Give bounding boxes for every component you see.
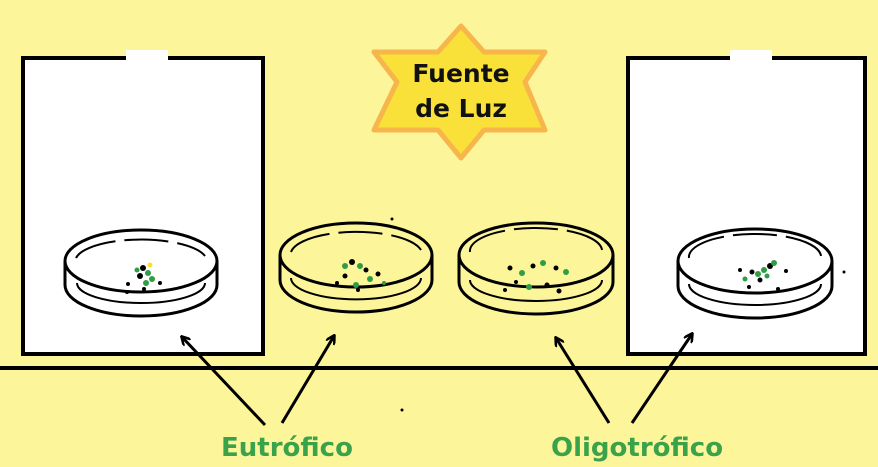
petri-dish-1 bbox=[63, 228, 219, 318]
light-source-line1: Fuente bbox=[412, 59, 510, 88]
light-source-line2: de Luz bbox=[415, 94, 507, 123]
left-box bbox=[21, 50, 265, 356]
arrow-oligo-left bbox=[556, 338, 611, 424]
algae-cluster-3 bbox=[503, 260, 569, 294]
algae-cluster-2 bbox=[335, 259, 386, 292]
petri-dish-2 bbox=[278, 221, 434, 314]
oligotrophic-label: Oligotrófico bbox=[551, 433, 724, 463]
right-box bbox=[626, 50, 867, 356]
arrows bbox=[182, 334, 692, 427]
eutrophic-label: Eutrófico bbox=[221, 433, 353, 463]
petri-dish-3 bbox=[457, 221, 615, 316]
light-source-label: Fuente de Luz bbox=[390, 56, 532, 126]
algae-cluster-4 bbox=[738, 260, 788, 291]
arrow-oligo-right bbox=[630, 334, 692, 424]
algae-cluster-1 bbox=[125, 262, 162, 294]
light-source-star bbox=[371, 23, 548, 161]
arrow-eutro-right bbox=[280, 336, 334, 424]
petri-dish-4 bbox=[676, 227, 834, 320]
arrow-eutro-left bbox=[182, 337, 267, 427]
